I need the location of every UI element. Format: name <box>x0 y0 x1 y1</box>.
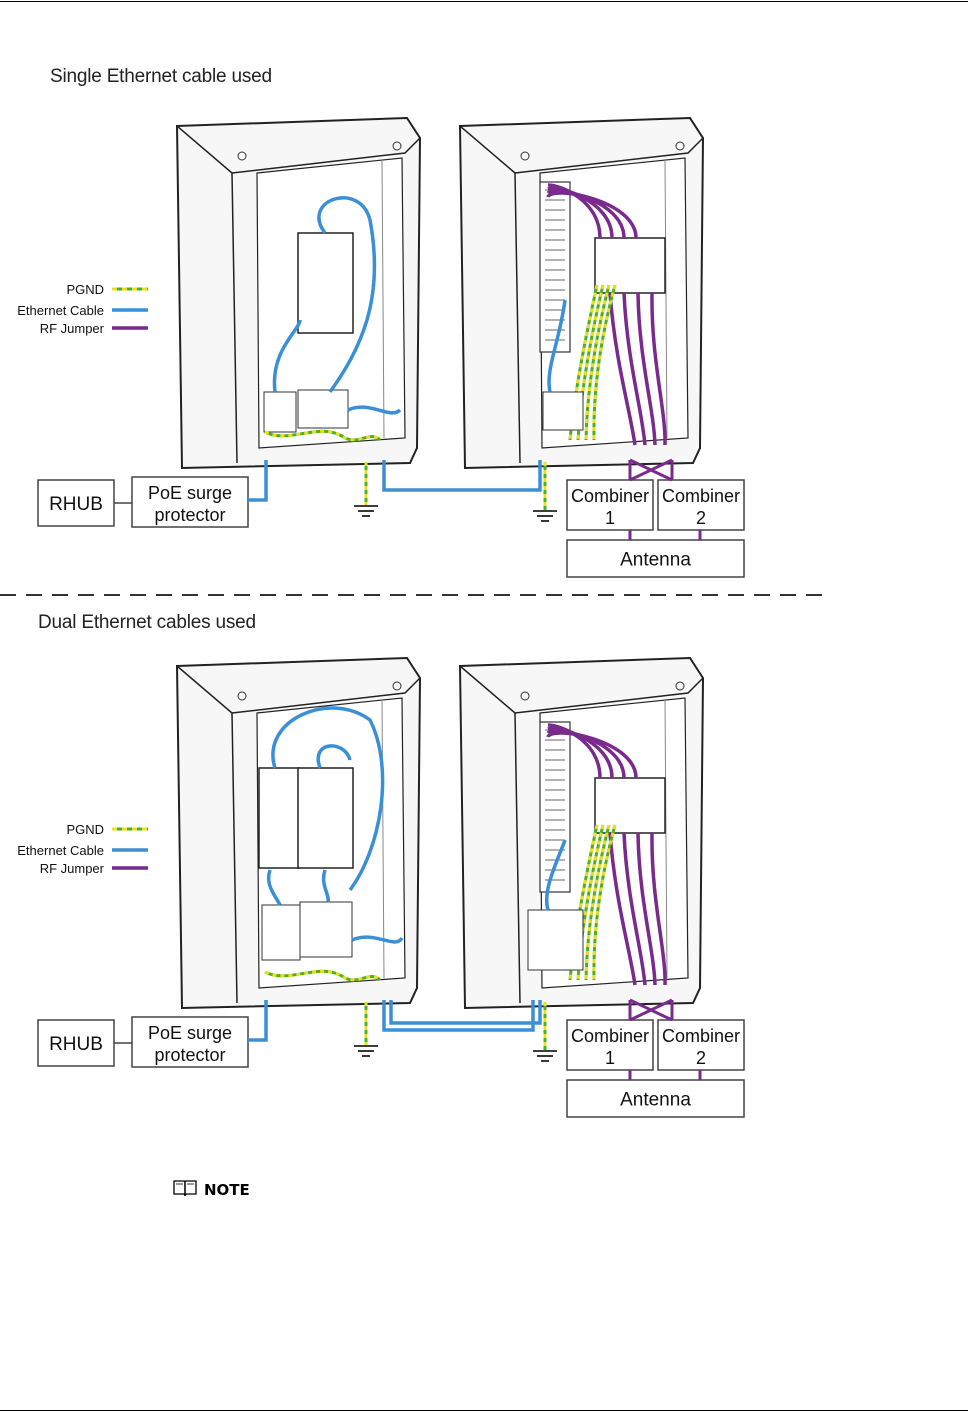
bottom-rule <box>0 1410 968 1411</box>
rhub-box: RHUB <box>38 480 114 526</box>
connector-right <box>528 910 583 970</box>
connector-1 <box>262 905 300 960</box>
poe-surge-protector-box-label-2: protector <box>154 1045 225 1065</box>
cabinet-left <box>177 118 420 468</box>
connector-2 <box>298 390 348 428</box>
combiner-1-box-label-1: Combiner <box>571 486 649 506</box>
terminal-block <box>540 182 570 352</box>
ground-symbol-right <box>533 511 557 521</box>
rhub-box-label: RHUB <box>49 1034 103 1055</box>
legend-label-rf-jumper: RF Jumper <box>40 861 105 876</box>
legend: PGND Ethernet Cable RF Jumper <box>17 822 148 876</box>
connector-right <box>543 392 583 430</box>
combiner-1-box-label-2: 1 <box>605 1048 615 1068</box>
note-callout: NOTE <box>172 1178 250 1202</box>
combiner-2-box-label-2: 2 <box>696 508 706 528</box>
poe-surge-protector-box-label-2: protector <box>154 505 225 525</box>
rhub-box: RHUB <box>38 1020 114 1066</box>
antenna-box: Antenna <box>567 1080 744 1117</box>
diagram-dual-ethernet: PGND Ethernet Cable RF JumperRHUB PoE surge… <box>0 540 968 1140</box>
poe-surge-protector-box-label-1: PoE surge <box>148 483 232 503</box>
combiner-module <box>595 778 665 833</box>
legend: PGND Ethernet Cable RF Jumper <box>17 282 148 336</box>
legend-label-rf-jumper: RF Jumper <box>40 321 105 336</box>
combiner-1-box-label-1: Combiner <box>571 1026 649 1046</box>
cabinet-left <box>177 658 420 1008</box>
surge-module <box>298 233 353 333</box>
combiner-2-box-label-2: 2 <box>696 1048 706 1068</box>
legend-label-pgnd: PGND <box>66 282 104 297</box>
poe-surge-protector-box-label-1: PoE surge <box>148 1023 232 1043</box>
ground-symbol-left <box>354 506 378 516</box>
combiner-module <box>595 238 665 293</box>
legend-label-pgnd: PGND <box>66 822 104 837</box>
connector-1 <box>264 392 296 432</box>
cabinet-right <box>460 658 703 1008</box>
surge-module-2 <box>298 768 353 868</box>
note-label: NOTE <box>204 1181 250 1199</box>
combiner-2-box-label-1: Combiner <box>662 1026 740 1046</box>
ground-symbol-right <box>533 1051 557 1061</box>
cabinet-right <box>460 118 703 468</box>
surge-module-1 <box>259 768 299 868</box>
legend-label-ethernet-cable: Ethernet Cable <box>17 303 104 318</box>
legend-label-ethernet-cable: Ethernet Cable <box>17 843 104 858</box>
ground-symbol-left <box>354 1046 378 1056</box>
combiner-1-box-label-2: 1 <box>605 508 615 528</box>
book-icon <box>172 1178 198 1202</box>
rhub-box-label: RHUB <box>49 494 103 515</box>
antenna-box-label: Antenna <box>620 1090 691 1111</box>
connector-2 <box>300 902 352 957</box>
combiner-2-box-label-1: Combiner <box>662 486 740 506</box>
